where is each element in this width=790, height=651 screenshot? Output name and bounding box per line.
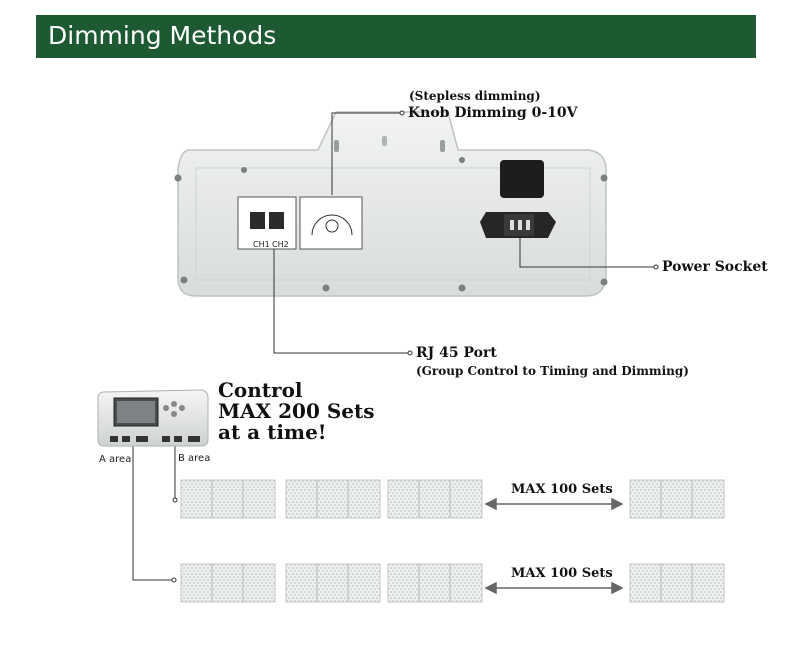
b-area-label: B area [178, 453, 211, 464]
light-row-2 [180, 563, 725, 603]
knob-dimming-label: Knob Dimming 0-10V [408, 105, 578, 121]
max-sets-label-row1: MAX 100 Sets [511, 482, 613, 497]
double-arrow-icon [484, 497, 624, 511]
group-control-label: (Group Control to Timing and Dimming) [416, 364, 689, 378]
page-title: Dimming Methods [48, 21, 277, 50]
double-arrow-icon [484, 581, 624, 595]
control-line2: MAX 200 Sets [218, 399, 375, 423]
control-line3: at a time! [218, 420, 327, 444]
header-bar: Dimming Methods [36, 15, 756, 58]
power-socket-label: Power Socket [662, 259, 768, 275]
controller-unit-icon [97, 389, 209, 447]
light-row-1 [180, 479, 725, 519]
stepless-label: (Stepless dimming) [409, 89, 541, 103]
control-line1: Control [218, 378, 303, 402]
control-text: Control MAX 200 Sets at a time! [218, 380, 375, 443]
ch2-label: CH2 [272, 240, 289, 249]
light-rows [180, 479, 725, 603]
callout-lines [132, 112, 656, 581]
led-driver-box-icon [174, 111, 608, 297]
max-sets-label-row2: MAX 100 Sets [511, 566, 613, 581]
ch1-label: CH1 [253, 240, 270, 249]
rj45-label: RJ 45 Port [416, 345, 497, 361]
a-area-label: A area [99, 454, 132, 465]
